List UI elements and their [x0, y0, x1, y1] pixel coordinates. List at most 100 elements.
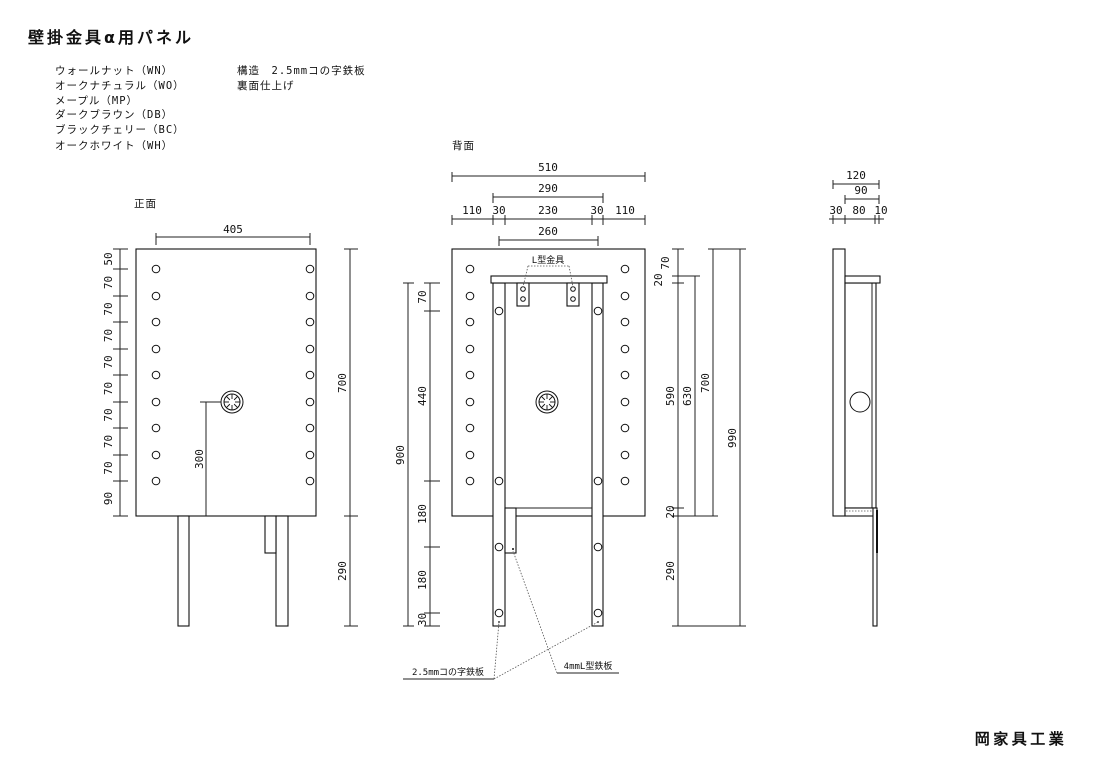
dimension-text: 180: [416, 504, 429, 524]
dimension-text: 120: [846, 169, 866, 182]
color-option: ダークブラウン（DB）: [55, 108, 173, 121]
leader-line: [522, 265, 529, 288]
channel-steel-note: 2.5mmコの字鉄板: [412, 666, 484, 678]
dimension-text: 440: [416, 386, 429, 406]
side-view: 120 90 30 80 10: [829, 169, 888, 627]
bracket-screw-hole: [520, 296, 526, 302]
front-view: 正面 405 50 70 70 70 70 70 70 70 70 90 300: [102, 198, 358, 627]
dimension-text: 290: [538, 182, 558, 195]
dimension-ticks: [403, 282, 440, 627]
panel-holes: [465, 264, 630, 486]
hub-spoke: [541, 403, 546, 408]
color-option: メープル（MP）: [55, 95, 138, 107]
side-bottom-bar: [844, 507, 877, 517]
support-leg-right: [275, 515, 289, 627]
panel-holes: [151, 264, 315, 486]
channel-bar-holes: [494, 306, 603, 623]
channel-top-bar: [490, 275, 608, 284]
dimension-text: 20: [652, 273, 665, 286]
hub-spoke: [541, 396, 546, 401]
color-option: ウォールナット（WN）: [55, 65, 173, 77]
panel-hole: [465, 423, 475, 433]
panel-hole: [620, 397, 630, 407]
support-leg-left: [177, 515, 190, 627]
bar-hole: [593, 476, 603, 486]
panel-hole: [465, 370, 475, 380]
dimension-ticks: [672, 248, 746, 627]
dimension-text: 70: [102, 329, 115, 342]
structure-spec: 構造 2.5mmコの字鉄板: [237, 64, 366, 77]
dimension-text: 90: [854, 184, 867, 197]
dimension-text: 10: [874, 204, 887, 217]
panel-hole: [620, 423, 630, 433]
panel-hole: [305, 370, 315, 380]
dimension-text: 30: [492, 204, 505, 217]
panel-hole: [305, 344, 315, 354]
side-support-leg: [872, 507, 878, 627]
dimension-text: 30: [829, 204, 842, 217]
dimension-text: 290: [664, 561, 677, 581]
hub-mount: [220, 390, 244, 414]
panel-hole: [465, 344, 475, 354]
dimension-text: 70: [102, 276, 115, 289]
panel-hole: [465, 317, 475, 327]
panel-hole: [151, 344, 161, 354]
panel-hole: [305, 317, 315, 327]
dimension-text: 700: [336, 373, 349, 393]
angle-steel-note: 4mmL型鉄板: [564, 660, 613, 672]
hub-mount: [535, 390, 559, 414]
bracket-label: L型金具: [532, 254, 564, 266]
finish-spec: 裏面仕上げ: [237, 79, 295, 92]
dimension-text: 110: [615, 204, 635, 217]
dimension-text: 30: [416, 613, 429, 626]
panel-hole: [305, 423, 315, 433]
panel-hole: [620, 291, 630, 301]
color-option: ブラックチェリー（BC）: [55, 123, 185, 136]
panel-hole: [305, 264, 315, 274]
panel-hole: [151, 450, 161, 460]
dimension-text: 70: [102, 382, 115, 395]
panel-hole: [620, 317, 630, 327]
dimension-text: 510: [538, 161, 558, 174]
leader-line: [493, 621, 500, 680]
dimension-text: 630: [681, 386, 694, 406]
front-panel: [135, 248, 317, 517]
bracket-screw: [512, 548, 514, 550]
color-option: オークホワイト（WH）: [55, 140, 173, 152]
dimension-text: 180: [416, 570, 429, 590]
panel-hole: [151, 423, 161, 433]
bar-hole: [494, 476, 504, 486]
dimension-text: 990: [726, 428, 739, 448]
dimension-text: 700: [699, 373, 712, 393]
panel-hole: [620, 476, 630, 486]
color-option: オークナチュラル（WO）: [55, 80, 185, 92]
panel-hole: [620, 264, 630, 274]
panel-hole: [620, 450, 630, 460]
panel-hole: [465, 476, 475, 486]
dimension-text: 70: [102, 408, 115, 421]
back-view: 背面 L型金具 510 290 110: [394, 139, 746, 680]
panel-hole: [305, 450, 315, 460]
bar-hole: [494, 306, 504, 316]
hub-spoke: [233, 403, 238, 408]
dimension-text: 290: [336, 561, 349, 581]
panel-hole: [465, 264, 475, 274]
bar-hole: [494, 608, 504, 618]
back-panel: [451, 248, 646, 517]
leader-line: [568, 265, 574, 288]
bracket-screw-hole: [520, 286, 526, 292]
panel-hole: [305, 397, 315, 407]
panel-hole: [305, 291, 315, 301]
angle-bracket: [504, 507, 517, 554]
dimension-text: 50: [102, 252, 115, 265]
company-name: 岡家具工業: [975, 730, 1068, 748]
dimension-text: 70: [102, 302, 115, 315]
dimension-text: 260: [538, 225, 558, 238]
drawing-title: 壁掛金具α用パネル: [28, 28, 194, 47]
hub-spoke: [226, 396, 231, 401]
side-hub: [849, 391, 871, 413]
panel-hole: [151, 476, 161, 486]
hub-spoke: [548, 403, 553, 408]
panel-hole: [151, 264, 161, 274]
